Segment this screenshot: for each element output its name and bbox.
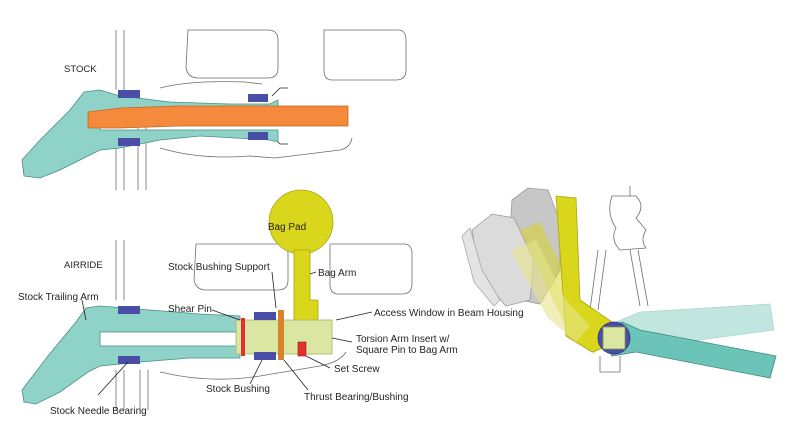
stock-frame-lines xyxy=(115,30,147,190)
leader-needle-bearing xyxy=(97,361,129,396)
airride-housing-curve xyxy=(159,351,347,380)
rotation-square-pin xyxy=(602,326,626,350)
stock-view: STOCK xyxy=(21,29,407,190)
label-stock-bushing: Stock Bushing xyxy=(206,384,270,395)
label-thrust-bearing: Thrust Bearing/Bushing xyxy=(304,392,409,403)
stock-bushing-top-right xyxy=(248,94,268,102)
airride-bushing-top-right xyxy=(254,312,276,320)
label-bag-arm: Bag Arm xyxy=(318,268,356,279)
label-stock-needle-bearing: Stock Needle Bearing xyxy=(50,406,147,417)
leader-trailing-arm xyxy=(81,299,87,321)
label-set-screw: Set Screw xyxy=(334,364,380,375)
stock-trailing-arm xyxy=(21,89,279,179)
leader-stock-bushing xyxy=(249,359,263,385)
airride-beam-window-right xyxy=(329,243,413,295)
label-stock-bushing-support: Stock Bushing Support xyxy=(168,262,270,273)
airride-title: AIRRIDE xyxy=(64,260,103,271)
stock-housing-curves xyxy=(159,81,353,159)
stock-torsion-bar xyxy=(87,105,349,129)
leader-shear-pin xyxy=(211,309,241,321)
leader-bag-arm xyxy=(309,271,317,275)
rotation-trailing-arm xyxy=(603,321,777,379)
stock-bushing-top-left xyxy=(118,90,140,98)
rotation-frame-top xyxy=(609,195,647,251)
leader-access-window xyxy=(335,311,373,321)
stock-bushing-bottom-left xyxy=(118,138,140,146)
leader-bushing-support xyxy=(271,271,277,309)
airride-frame-lines xyxy=(115,240,149,410)
label-stock-trailing-arm: Stock Trailing Arm xyxy=(18,292,99,303)
airride-bushing-bottom-left xyxy=(118,356,140,364)
stock-beam-window-left xyxy=(185,29,279,79)
leader-torsion-insert xyxy=(331,337,353,343)
leader-thrust-bearing xyxy=(283,359,309,391)
label-access-window: Access Window in Beam Housing xyxy=(374,308,524,319)
thrust-bearing xyxy=(278,310,284,360)
stock-bushing-bottom-right xyxy=(248,132,268,140)
leader-set-screw xyxy=(305,355,331,369)
label-torsion-insert-line1: Torsion Arm Insert w/ xyxy=(356,334,450,345)
airride-bushing-top-left xyxy=(118,306,140,314)
stock-title: STOCK xyxy=(64,64,97,75)
label-torsion-insert-line2: Square Pin to Bag Arm xyxy=(356,345,458,356)
airride-trailing-arm xyxy=(21,305,241,405)
airride-bushing-bottom-right xyxy=(254,352,276,360)
label-shear-pin: Shear Pin xyxy=(168,304,212,315)
shear-pin xyxy=(241,318,245,356)
rotation-frame-lines xyxy=(589,249,649,373)
ghost-bag-arm-low xyxy=(510,240,590,342)
airride-view: AIRRIDE Bag Pad Stock Trailing Arm Stock… xyxy=(18,189,524,417)
rotation-view xyxy=(461,186,777,379)
stock-beam-window-right xyxy=(323,29,407,81)
set-screw xyxy=(297,341,307,357)
bag-pad-label: Bag Pad xyxy=(268,222,306,233)
